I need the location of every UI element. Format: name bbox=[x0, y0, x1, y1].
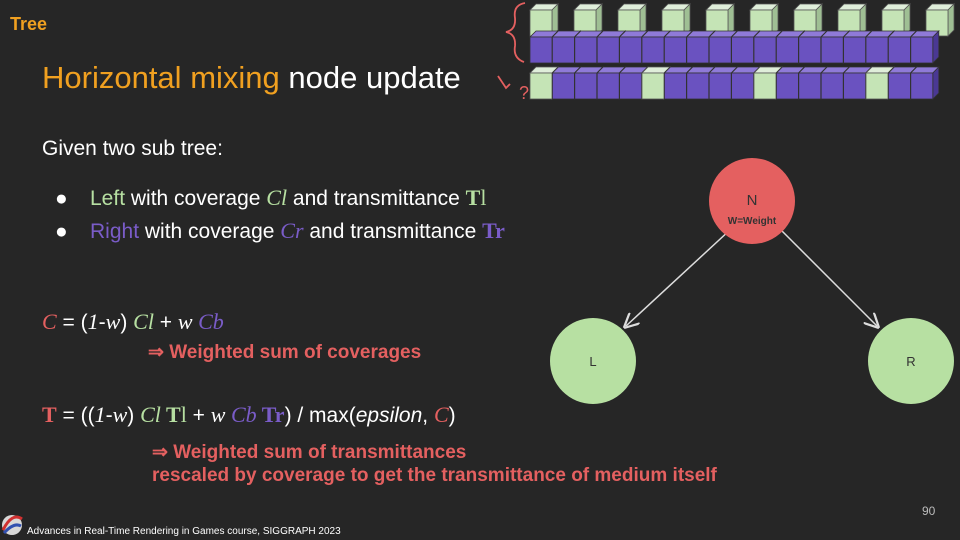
edge-right bbox=[779, 228, 877, 326]
formula-eq: = ( bbox=[56, 311, 88, 334]
coverage-formula: C = (1-w) Cl + w Cb bbox=[42, 309, 224, 335]
bullet-list: ● Left with coverage Cl and transmittance… bbox=[55, 184, 505, 250]
formula-epsilon: epsilon bbox=[355, 404, 423, 427]
cube-grid-illustration bbox=[529, 3, 955, 100]
coverage-cl: Cl bbox=[266, 185, 288, 210]
cube-purple bbox=[910, 66, 940, 100]
formula-minus: - bbox=[98, 311, 106, 334]
formula-tl-bold: T bbox=[160, 402, 181, 427]
title-part-mixing: mixing bbox=[190, 60, 280, 95]
transmittance-note-line2: rescaled by coverage to get the transmit… bbox=[152, 465, 717, 486]
root-node-label: N bbox=[747, 192, 758, 209]
formula-close: ) bbox=[127, 404, 141, 427]
formula-t: T bbox=[42, 402, 57, 427]
formula-one: 1 bbox=[87, 309, 99, 334]
formula-comma: , bbox=[422, 404, 434, 427]
formula-w2: w bbox=[210, 402, 226, 427]
formula-tr: Tr bbox=[256, 402, 285, 427]
transmittance-tl-bold: T bbox=[465, 185, 481, 210]
formula-c: C bbox=[433, 402, 449, 427]
formula-minus: - bbox=[105, 404, 113, 427]
formula-c: C bbox=[42, 309, 57, 334]
question-mark: ? bbox=[519, 83, 529, 103]
bullet-right-name: Right bbox=[90, 220, 140, 243]
bullet-left-text-2: and transmittance bbox=[287, 187, 466, 210]
intro-text: Given two sub tree: bbox=[42, 137, 223, 160]
formula-w: w bbox=[112, 402, 128, 427]
bullet-dot-icon: ● bbox=[55, 187, 68, 210]
right-node bbox=[868, 318, 954, 404]
bullet-dot-icon: ● bbox=[55, 220, 68, 243]
bullet-right-text-2: and transmittance bbox=[303, 220, 483, 243]
bullet-left: ● Left with coverage Cl and transmittance… bbox=[55, 184, 505, 217]
section-tag: Tree bbox=[10, 14, 48, 34]
cube-purple bbox=[910, 30, 940, 64]
formula-plus: + bbox=[186, 404, 211, 427]
formula-w: w bbox=[105, 309, 121, 334]
formula-close: ) bbox=[120, 311, 134, 334]
formula-cb: Cb bbox=[192, 309, 224, 334]
conference-logo-icon bbox=[1, 515, 23, 535]
formula-eq: = (( bbox=[56, 404, 95, 427]
coverage-note: ⇒ Weighted sum of coverages bbox=[148, 342, 422, 363]
brace-icon bbox=[505, 2, 526, 63]
transmittance-note-line1: ⇒ Weighted sum of transmittances bbox=[152, 442, 467, 463]
formula-close3: ) bbox=[448, 404, 456, 427]
formula-max: ) / max( bbox=[284, 404, 356, 427]
left-node bbox=[550, 318, 636, 404]
edge-left bbox=[626, 228, 732, 326]
page-number: 90 bbox=[922, 504, 936, 518]
formula-cl: Cl bbox=[140, 402, 161, 427]
bullet-right-text: with coverage bbox=[139, 220, 281, 243]
root-node bbox=[709, 158, 795, 244]
right-node-label: R bbox=[906, 354, 915, 369]
left-node-label: L bbox=[589, 354, 596, 369]
title-part-node-update: node update bbox=[288, 60, 461, 95]
transmittance-formula: T = ((1-w) Cl Tl + w Cb Tr) / max(epsilo… bbox=[42, 402, 456, 428]
formula-plus: + bbox=[153, 311, 178, 334]
title-part-horizontal: Horizontal bbox=[42, 60, 182, 95]
formula-tl-rest: l bbox=[180, 402, 187, 427]
bullet-left-text: with coverage bbox=[125, 187, 267, 210]
formula-cb: Cb bbox=[225, 402, 257, 427]
transmittance-tl-rest: l bbox=[480, 185, 487, 210]
footer-text: Advances in Real-Time Rendering in Games… bbox=[27, 526, 341, 537]
formula-one: 1 bbox=[94, 402, 106, 427]
slide-title: Horizontal mixing node update bbox=[42, 60, 461, 96]
formula-cl: Cl bbox=[133, 309, 154, 334]
formula-w2: w bbox=[177, 309, 193, 334]
small-arrow-icon bbox=[497, 75, 511, 90]
root-node-weight: W=Weight bbox=[728, 216, 777, 227]
bullet-right: ● Right with coverage Cr and transmittanc… bbox=[55, 217, 505, 250]
transmittance-tr: Tr bbox=[482, 218, 505, 243]
coverage-cr: Cr bbox=[280, 218, 304, 243]
bullet-left-name: Left bbox=[90, 187, 126, 210]
